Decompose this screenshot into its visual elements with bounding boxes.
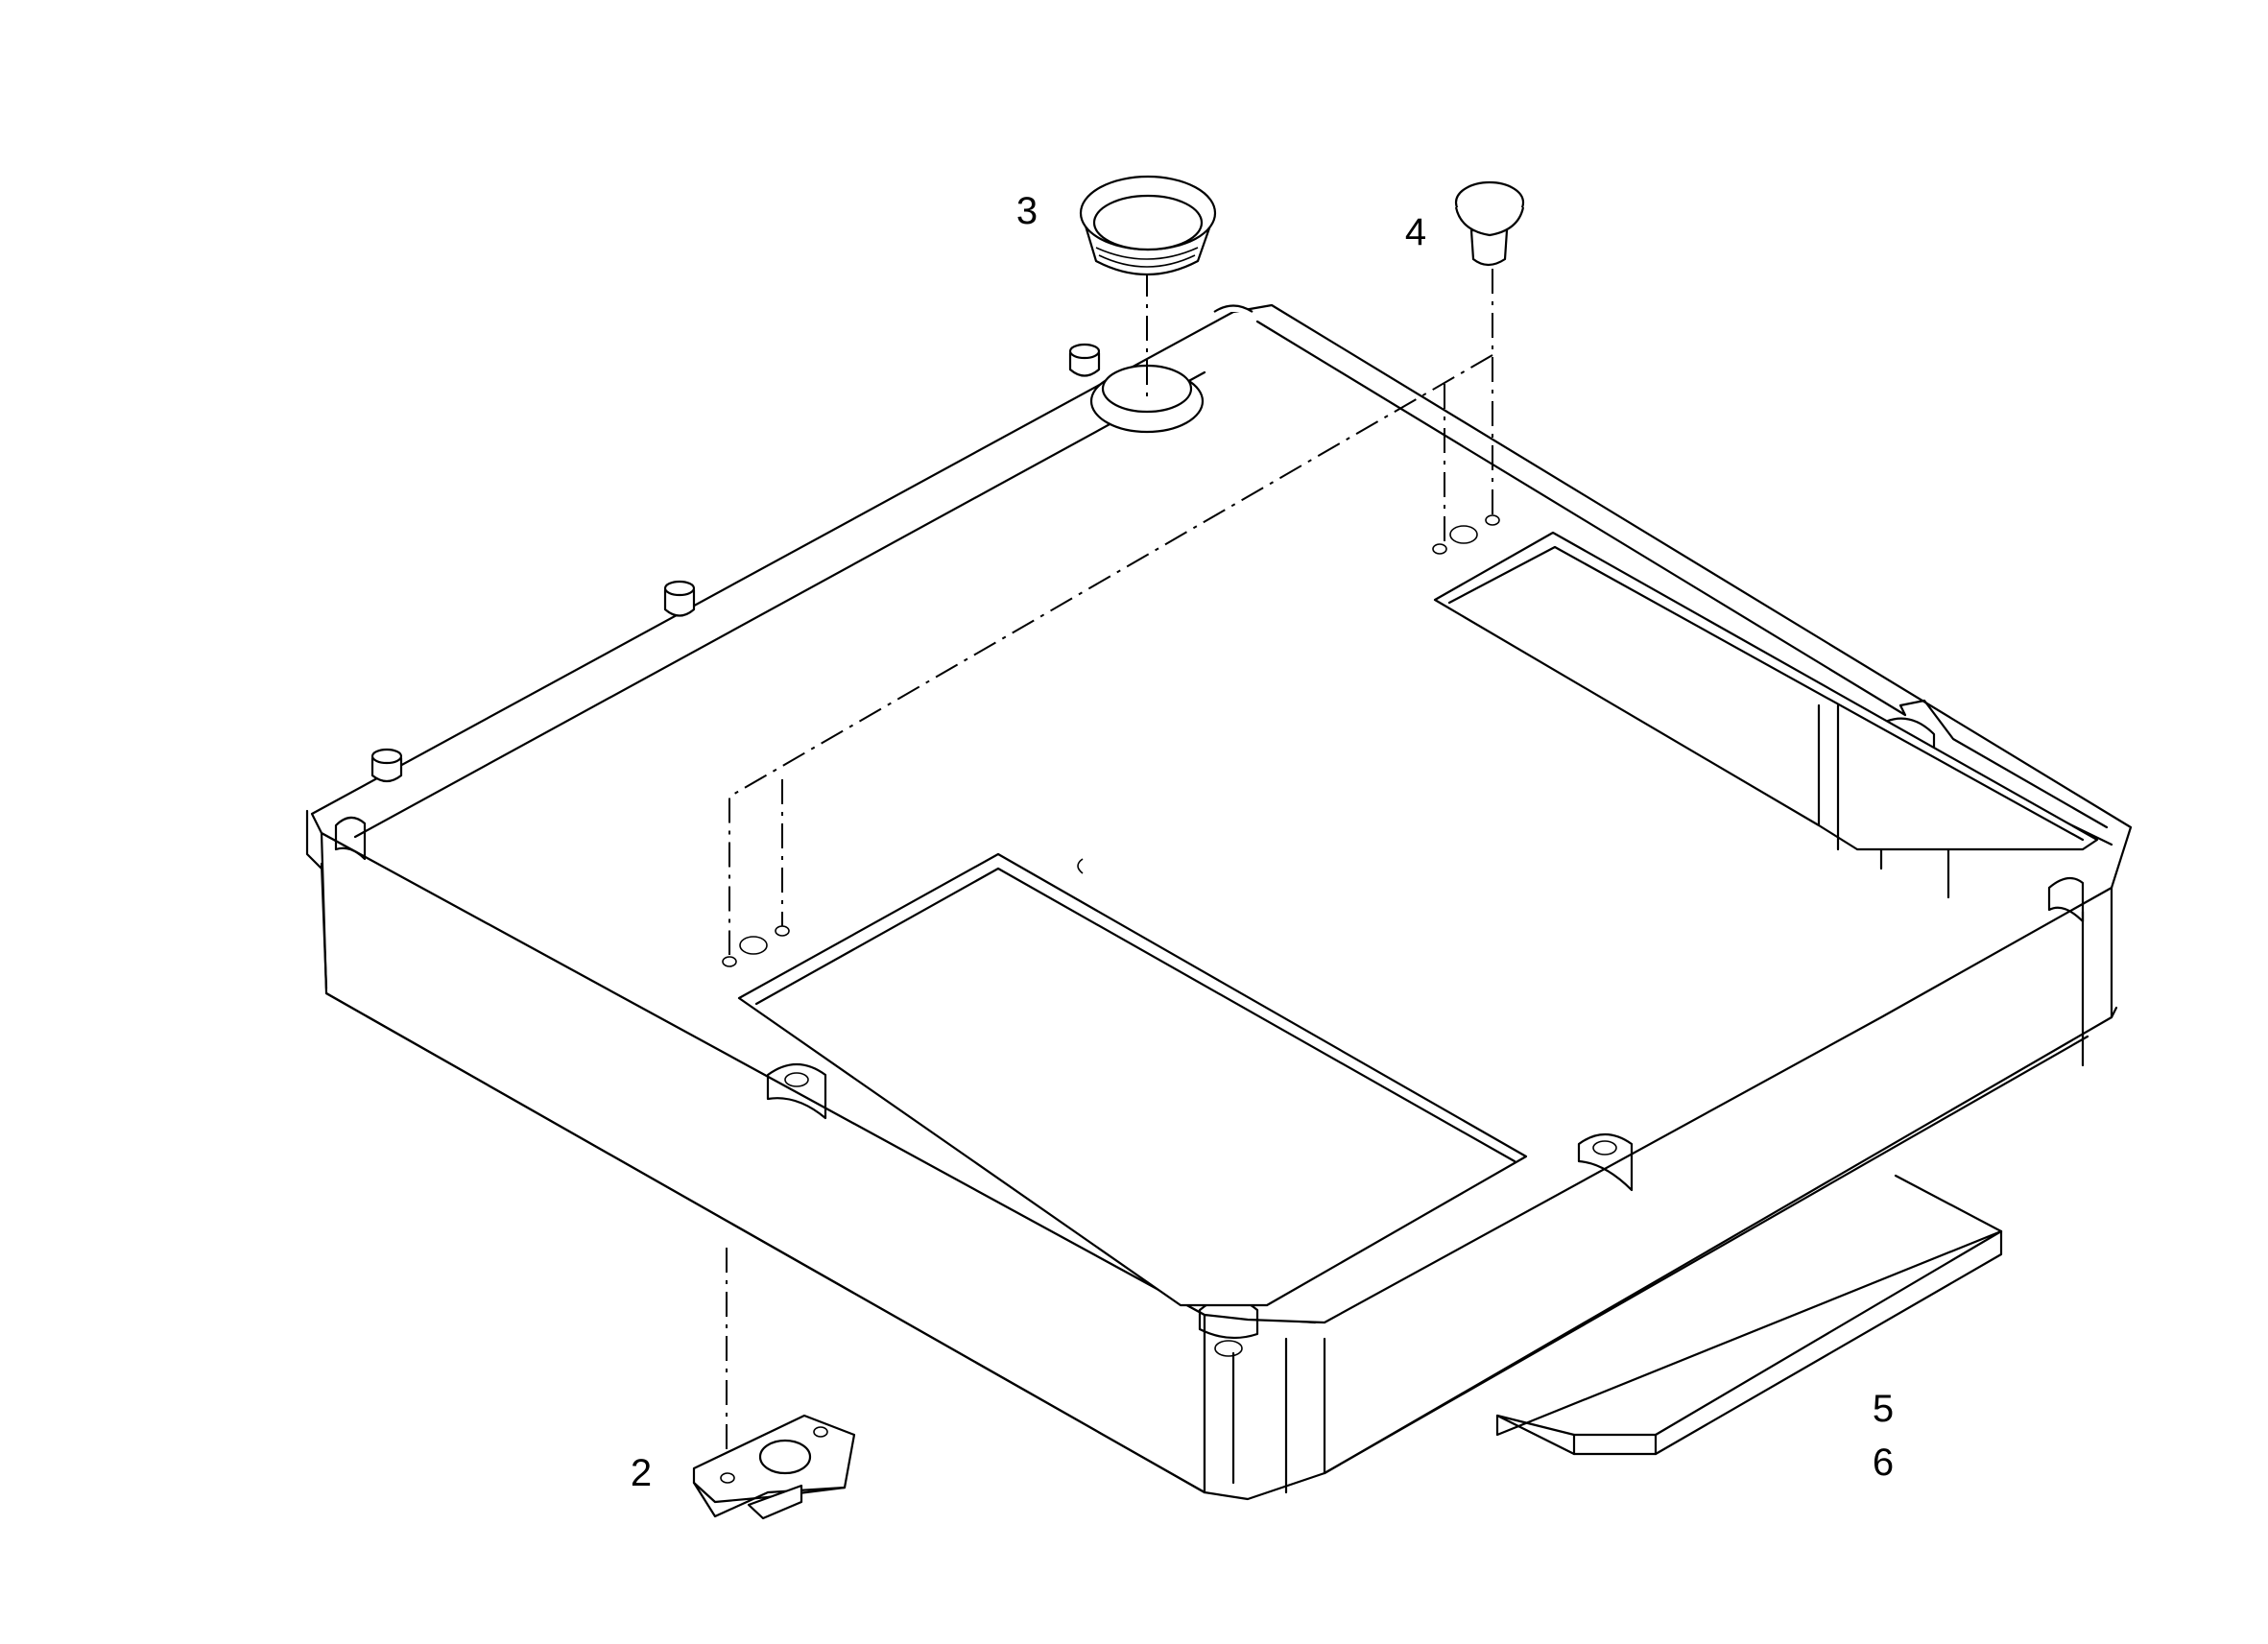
grommet-part-3 [1079,175,1217,275]
assembly-center-lines [726,269,1493,1483]
callout-label-3: 3 [1015,190,1039,232]
bottom-plate [1495,1174,2003,1456]
bracket-part-2 [692,1414,856,1520]
plug-part-4 [1454,180,1525,267]
housing-body [305,303,2133,1501]
top-openings [737,531,2099,1307]
callout-label-5: 5 [1872,1388,1895,1430]
rear-posts [370,304,1253,783]
callout-label-6: 6 [1872,1441,1895,1484]
mounting-holes [722,514,1500,967]
callout-label-2: 2 [630,1452,653,1494]
callout-label-4: 4 [1404,211,1427,253]
